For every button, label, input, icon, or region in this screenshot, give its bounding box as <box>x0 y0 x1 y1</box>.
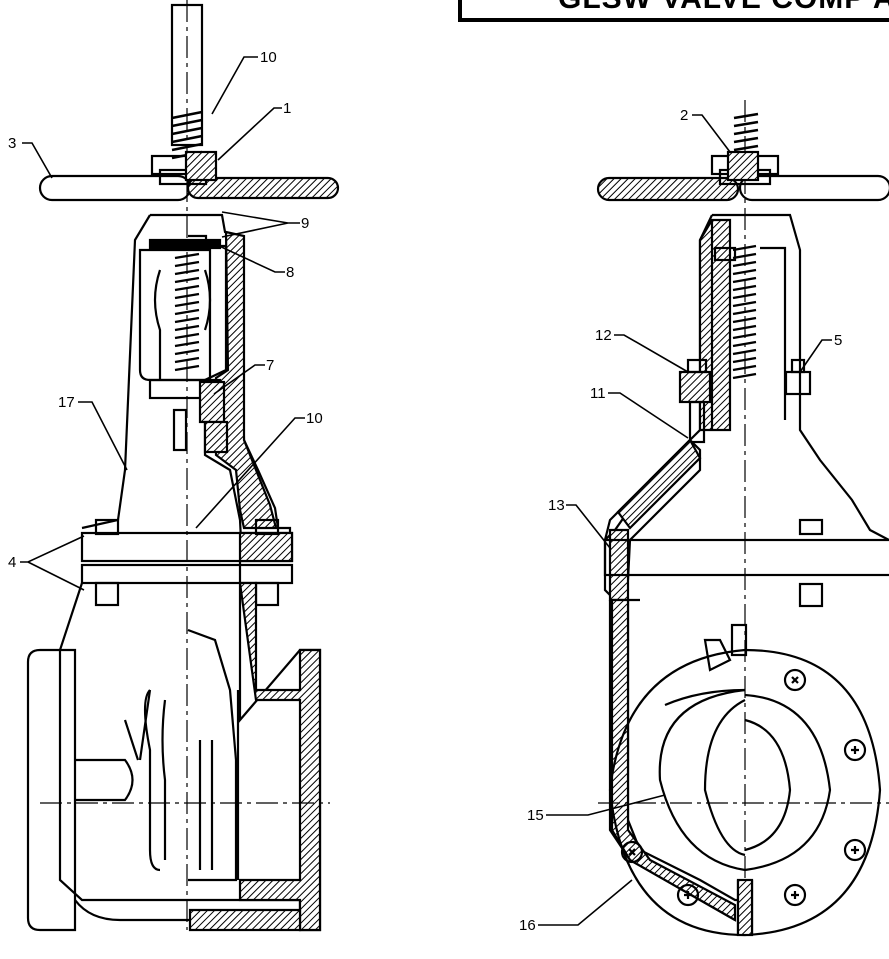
callout-3: 3 <box>8 135 16 152</box>
callout-17: 17 <box>58 394 75 411</box>
callout-2: 2 <box>680 107 688 124</box>
right-section-view <box>596 100 889 937</box>
callout-13: 13 <box>548 497 565 514</box>
right-leaders <box>538 114 832 926</box>
drawing-title: GLSW VALVE COMP A <box>558 0 889 16</box>
callout-7: 7 <box>266 357 274 374</box>
right-flange-bolt-holes <box>620 668 867 907</box>
right-bonnet <box>603 213 889 608</box>
left-bonnet <box>81 213 292 562</box>
callout-16: 16 <box>519 917 536 934</box>
callout-10-top: 10 <box>260 49 277 66</box>
left-handwheel <box>38 150 340 202</box>
right-stem <box>732 100 759 930</box>
left-leaders <box>20 56 305 591</box>
callout-11: 11 <box>590 385 606 402</box>
callout-1: 1 <box>283 100 291 117</box>
left-stem <box>170 0 204 930</box>
title-block: GLSW VALVE COMP A <box>458 0 889 22</box>
callout-4: 4 <box>8 554 16 571</box>
left-bonnet-flange <box>80 518 294 607</box>
callout-9: 9 <box>301 215 309 232</box>
left-inner-threads <box>174 252 200 372</box>
left-body <box>26 560 330 932</box>
callout-15: 15 <box>527 807 544 824</box>
callout-labels: 10 1 3 9 8 7 10 17 4 2 5 12 11 13 15 16 <box>8 49 842 934</box>
callout-10-mid: 10 <box>306 410 323 427</box>
callout-5: 5 <box>834 332 842 349</box>
callout-12: 12 <box>595 327 612 344</box>
callout-8: 8 <box>286 264 294 281</box>
left-section-view <box>26 0 340 932</box>
right-handwheel <box>596 150 889 202</box>
left-gland <box>148 378 229 454</box>
right-body <box>598 598 889 937</box>
